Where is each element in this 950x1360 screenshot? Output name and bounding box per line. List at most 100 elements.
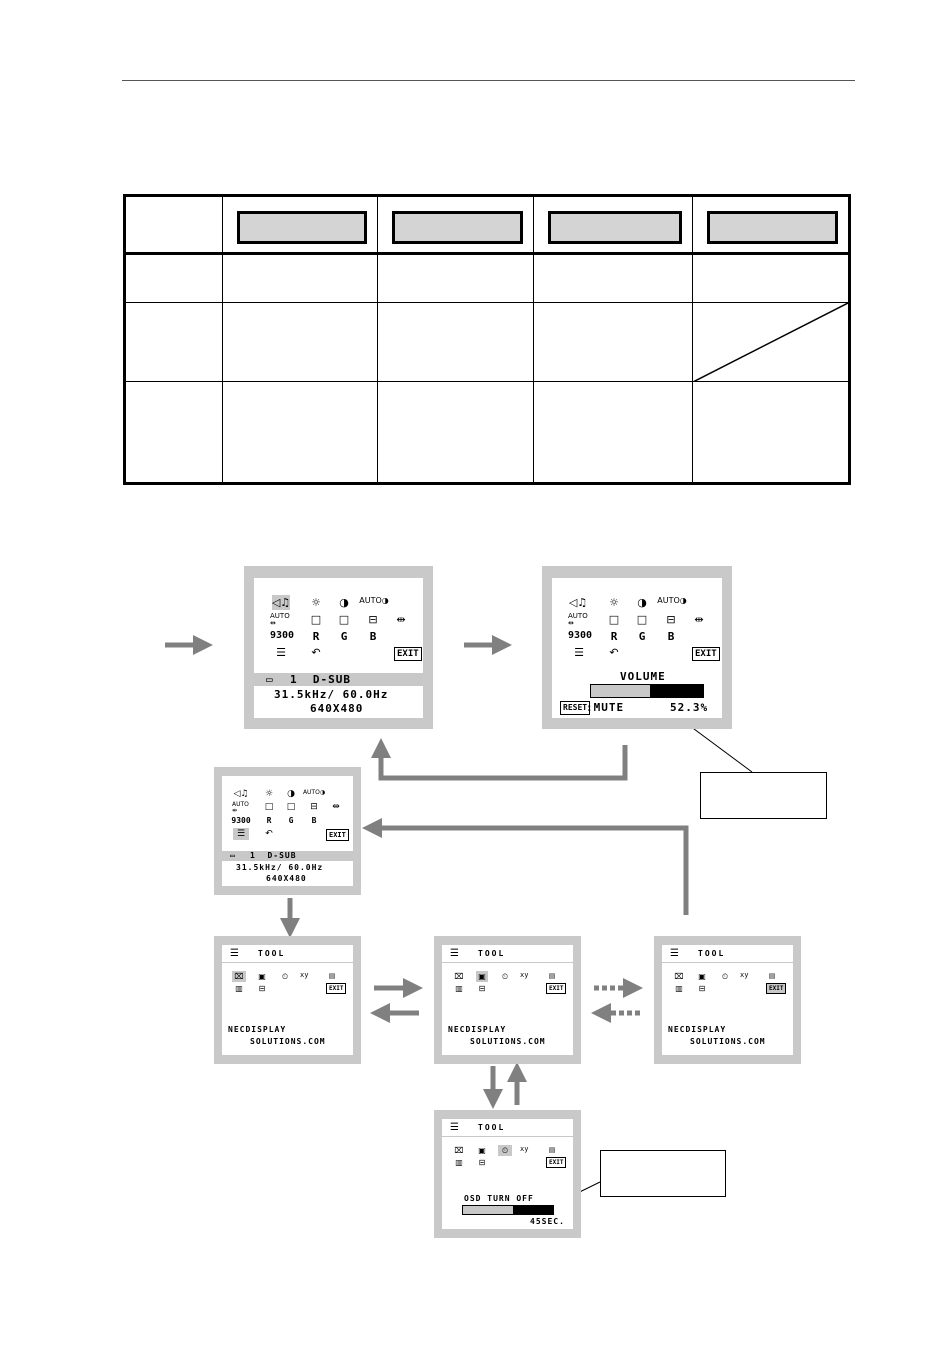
fine-icon: ⇹ (332, 802, 340, 812)
fine-icon: ⇹ (694, 613, 704, 626)
resolution-text: 640X480 (266, 874, 307, 883)
table-cell (377, 381, 534, 484)
osd-turnoff-icon: ⏲ (501, 971, 509, 981)
exit-icon: EXIT (326, 829, 349, 841)
osd-tool-screen-2: ☰ TOOL ⌧ ▣ ⏲ xy ▤ ▥ ⊟ EXIT NECDISPLAY SO… (434, 936, 581, 1064)
turnoff-slider-track (463, 1206, 513, 1214)
down-up-icon: □ (636, 613, 648, 626)
site-line1: NECDISPLAY (448, 1025, 507, 1034)
turnoff-seconds: 45SEC. (530, 1217, 565, 1226)
auto-adjust-icon: AUTO◑ (657, 596, 687, 605)
turnoff-slider-fill (512, 1206, 553, 1214)
h-size-icon: ⊟ (368, 613, 378, 626)
site-line2: SOLUTIONS.COM (250, 1037, 326, 1046)
table-cell (222, 381, 378, 484)
tool-title: TOOL (258, 949, 286, 958)
green-label: G (638, 629, 646, 643)
tool-icon: ☰ (233, 828, 249, 840)
reset-icon: RESET (560, 701, 591, 715)
vga-icon: ▭ (266, 673, 273, 686)
volume-callout-box (700, 772, 827, 819)
tool-title: TOOL (478, 1123, 506, 1132)
green-label: G (340, 629, 348, 643)
color-temp-label: 9300 (269, 630, 295, 641)
video-icon: ▥ (235, 983, 243, 993)
osd-inner: ☰ TOOL ⌧ ▣ ⏲ xy ▤ ▥ ⊟ EXIT NECDISPLAY SO… (662, 945, 793, 1055)
auto-position-icon: AUTO ⇹ (270, 611, 290, 627)
factory-preset-icon: ↶ (609, 646, 619, 659)
volume-slider-fill (649, 685, 703, 697)
osd-tool-screen-3: ☰ TOOL ⌧ ▣ ⏲ xy ▤ ▥ ⊟ EXIT NECDISPLAY SO… (654, 936, 801, 1064)
auto-adjust-icon: AUTO◑ (359, 596, 389, 605)
input-highlight (222, 851, 353, 861)
tool-icon: ☰ (230, 948, 239, 959)
osd-position-icon: ▣ (478, 1145, 486, 1155)
osd-main-small-screen: ◁♫ ☼ ◑ AUTO◑ AUTO ⇹ □ □ ⊟ ⇹ 9300 R G B ☰… (214, 767, 361, 895)
language-icon: ⌧ (674, 971, 684, 981)
blue-label: B (369, 629, 377, 643)
brightness-icon: ☼ (311, 596, 321, 609)
green-label: G (288, 815, 294, 825)
video-icon: ▥ (675, 983, 683, 993)
key-header-4 (692, 195, 850, 255)
auto-position-icon: AUTO ⇹ (568, 611, 588, 627)
contrast-icon: ◑ (637, 596, 647, 609)
turnoff-slider (462, 1205, 554, 1215)
osd-turnoff-icon: ⏲ (498, 1145, 512, 1156)
volume-slider-track (591, 685, 650, 697)
osd-inner: ◁♫ ☼ ◑ AUTO◑ AUTO ⇹ □ □ ⊟ ⇹ 9300 R G B ☰… (552, 578, 722, 718)
osd-main-screen: ◁♫ ☼ ◑ AUTO◑ AUTO ⇹ □ □ ⊟ ⇹ 9300 R G B ☰… (244, 566, 433, 729)
left-right-icon: □ (608, 613, 620, 626)
turnoff-callout-box (600, 1150, 726, 1197)
volume-title: VOLUME (620, 670, 666, 683)
osd-turnoff-label: OSD TURN OFF (464, 1194, 534, 1203)
color-temp-label: 9300 (231, 815, 251, 825)
resolution-text: 640X480 (310, 702, 364, 715)
table-cell (533, 381, 693, 484)
left-right-icon: □ (310, 613, 322, 626)
auto-adjust-icon: AUTO◑ (302, 789, 326, 796)
vga-icon: ▭ (230, 851, 235, 860)
osd-tool-screen-1: ☰ TOOL ⌧ ▣ ⏲ xy ▤ ▥ ⊟ EXIT NECDISPLAY SO… (214, 936, 361, 1064)
key-header-1 (222, 195, 378, 255)
auto-position-icon: AUTO ⇹ (232, 800, 249, 814)
divider (442, 962, 573, 963)
table-cell (533, 253, 693, 303)
table-cell (692, 253, 850, 303)
key-header-2 (377, 195, 534, 255)
contrast-icon: ◑ (339, 596, 349, 609)
key-button-shape-1 (237, 211, 367, 244)
red-label: R (610, 629, 618, 643)
osd-position-icon: ▣ (476, 971, 488, 982)
input-highlight (254, 673, 423, 686)
factory-preset-icon: ↶ (265, 828, 273, 839)
volume-icon: ◁♫ (271, 595, 291, 610)
blue-label: B (311, 815, 317, 825)
osd-position-icon: ▣ (258, 971, 266, 981)
table-corner-cell (124, 195, 223, 255)
h-size-icon: ⊟ (666, 613, 676, 626)
red-label: R (312, 629, 320, 643)
signal-info-icon: ▤ (768, 972, 776, 980)
osd-inner: ☰ TOOL ⌧ ▣ ⏲ xy ▤ ▥ ⊟ EXIT NECDISPLAY SO… (222, 945, 353, 1055)
h-size-icon: ⊟ (310, 802, 318, 812)
exit-icon: EXIT (546, 1157, 567, 1168)
factory-preset-icon: ↶ (311, 646, 321, 659)
exit-icon: EXIT (394, 647, 422, 661)
divider (442, 1136, 573, 1137)
lock-icon: ⊟ (698, 983, 706, 993)
table-cell-na (692, 302, 850, 382)
xy-label: xy (520, 1145, 529, 1153)
volume-icon: ◁♫ (568, 596, 588, 609)
table-cell (533, 302, 693, 382)
input-label: 1 D-SUB (290, 673, 351, 686)
osd-volume-screen: ◁♫ ☼ ◑ AUTO◑ AUTO ⇹ □ □ ⊟ ⇹ 9300 R G B ☰… (542, 566, 732, 729)
exit-icon: EXIT (766, 983, 787, 994)
exit-icon: EXIT (546, 983, 567, 994)
control-key-table (123, 194, 851, 485)
fine-icon: ⇹ (396, 613, 406, 626)
red-label: R (266, 815, 272, 825)
left-right-icon: □ (264, 802, 274, 812)
lock-icon: ⊟ (478, 983, 486, 993)
